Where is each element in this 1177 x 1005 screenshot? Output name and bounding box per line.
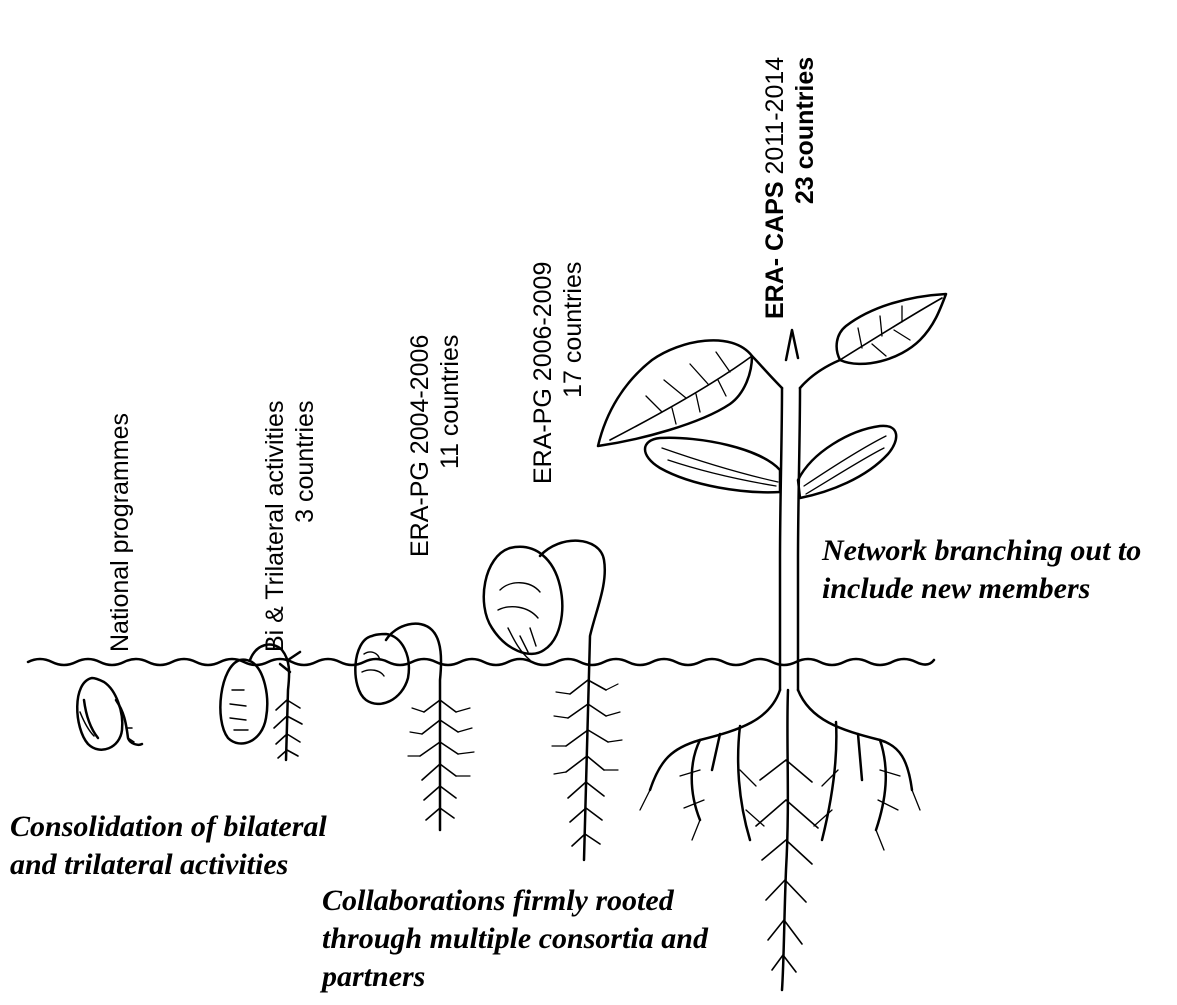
stage-label-bi-trilateral: Bi & Trilateral activities 3 countries: [260, 401, 320, 652]
stage-label-national: National programmes: [105, 413, 135, 652]
stage-label-line2: 17 countries: [558, 262, 588, 484]
caption-line: Consolidation of bilateral: [10, 808, 327, 846]
stage-label-line1: ERA- CAPS 2011-2014: [761, 57, 789, 319]
stage-label-line2: 23 countries: [790, 57, 820, 319]
seedling-icon: [355, 624, 474, 830]
stage-label-line1: Bi & Trilateral activities: [261, 401, 289, 652]
caption-line: and trilateral activities: [10, 846, 327, 884]
stage-label-line1: ERA-PG 2004-2006: [406, 335, 434, 557]
stage-label-era-pg-2006: ERA-PG 2006-2009 17 countries: [528, 262, 588, 484]
stage-label-line2: 11 countries: [435, 335, 465, 557]
stage-label-line1: National programmes: [106, 413, 134, 652]
stage-label-era-caps: ERA- CAPS 2011-2014 23 countries: [760, 57, 820, 319]
caption-line: Network branching out to: [822, 532, 1141, 570]
caption-branching: Network branching out to include new mem…: [822, 532, 1141, 608]
caption-line: through multiple consortia and: [322, 920, 708, 958]
seedling-icon: [484, 541, 622, 860]
stage-label-bold: ERA- CAPS: [761, 181, 789, 319]
stage-label-line2: 3 countries: [290, 401, 320, 652]
caption-line: partners: [322, 958, 708, 996]
caption-line: Collaborations firmly rooted: [322, 882, 708, 920]
caption-line: include new members: [822, 570, 1141, 608]
stage-label-era-pg-2004: ERA-PG 2004-2006 11 countries: [405, 335, 465, 557]
stage-label-line1: ERA-PG 2006-2009: [529, 262, 557, 484]
stage-label-years: 2011-2014: [761, 57, 789, 182]
caption-consolidation: Consolidation of bilateral and trilatera…: [10, 808, 327, 884]
seed-icon: [77, 678, 142, 750]
caption-rooted: Collaborations firmly rooted through mul…: [322, 882, 708, 996]
